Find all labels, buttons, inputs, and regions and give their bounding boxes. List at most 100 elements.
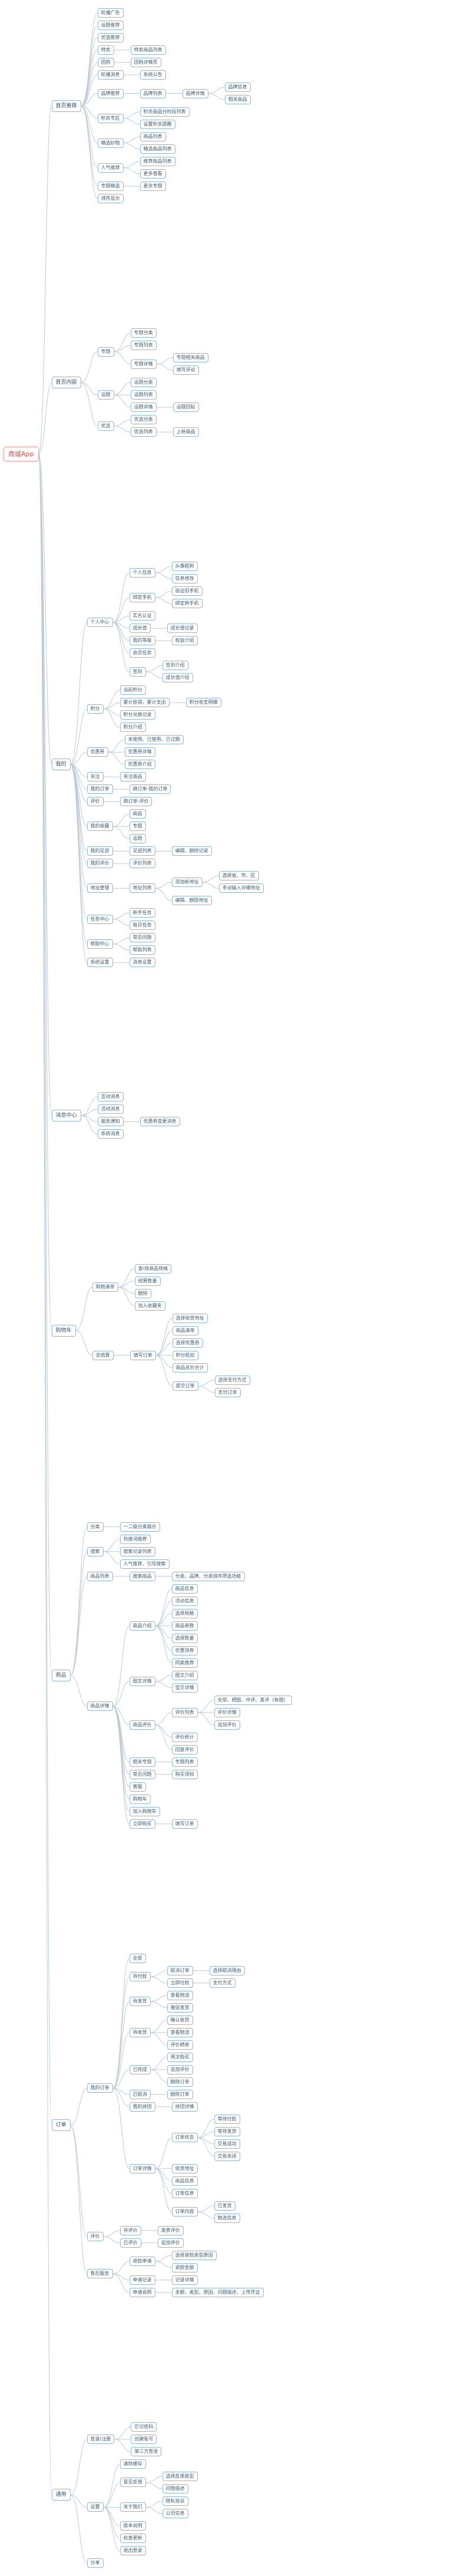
mindmap-node[interactable]: 订单内容 — [171, 2207, 198, 2217]
mindmap-node[interactable]: 轮播广告 — [97, 8, 124, 18]
mindmap-node[interactable]: 查看物流 — [167, 1990, 193, 2000]
mindmap-node[interactable]: 常见问题 — [129, 933, 155, 943]
mindmap-node[interactable]: 成长值记录 — [167, 624, 198, 634]
mindmap-node[interactable]: 选择省、市、区 — [218, 871, 259, 881]
mindmap-node[interactable]: 更多专题 — [140, 182, 166, 191]
mindmap-node[interactable]: 绑定手机 — [129, 592, 155, 602]
mindmap-node[interactable]: 精选好物 — [97, 138, 124, 148]
mindmap-node[interactable]: 评价 — [87, 2232, 104, 2242]
mindmap-node[interactable]: 删除订单 — [167, 2077, 193, 2087]
mindmap-node[interactable]: 评价晒单 — [167, 2040, 193, 2050]
mindmap-node[interactable]: 手动输入详细地址 — [218, 883, 264, 893]
mindmap-node[interactable]: 更多查看 — [140, 169, 166, 179]
mindmap-node[interactable]: 选择优惠券 — [172, 1338, 203, 1348]
mindmap-node[interactable]: 版本说明 — [120, 2521, 146, 2531]
mindmap-node[interactable]: 取消订单 — [167, 1965, 193, 1975]
mindmap-node[interactable]: 购买须知 — [171, 1769, 198, 1779]
mindmap-node[interactable]: 同类推荐 — [171, 1658, 198, 1668]
mindmap-node[interactable]: 评价统计 — [171, 1732, 198, 1742]
mindmap-node[interactable]: 未使用、已使用、已过期 — [124, 735, 184, 745]
mindmap-node[interactable]: 任务中心 — [87, 914, 113, 924]
mindmap-node[interactable]: 相关专题 — [129, 1757, 155, 1767]
mindmap-node[interactable]: 全部 — [129, 1953, 146, 1963]
mindmap-node[interactable]: 品牌信息 — [224, 83, 251, 92]
mindmap-node[interactable]: 轮播消息 — [97, 70, 124, 80]
mindmap-node[interactable]: 积分收支明细 — [185, 698, 221, 708]
mindmap-node[interactable]: 填写订单 — [171, 1819, 198, 1829]
mindmap-node[interactable]: 优惠领券 — [171, 1645, 198, 1655]
mindmap-node[interactable]: 团购 — [97, 58, 114, 67]
mindmap-node[interactable]: 交易成功 — [214, 2139, 240, 2149]
branch-node[interactable]: 首页内容 — [51, 377, 81, 389]
mindmap-node[interactable]: 活动信息 — [171, 1596, 198, 1606]
mindmap-node[interactable]: 意见反馈 — [120, 2478, 146, 2488]
mindmap-node[interactable]: 消息设置 — [129, 958, 155, 968]
mindmap-node[interactable]: 图文介绍 — [171, 1670, 198, 1680]
mindmap-node[interactable]: 新手任务 — [129, 908, 155, 918]
mindmap-node[interactable]: 积分介绍 — [120, 723, 146, 733]
mindmap-node[interactable]: 我的订单 — [87, 784, 113, 794]
mindmap-node[interactable]: 话题详情 — [130, 403, 157, 413]
mindmap-node[interactable]: 再次购买 — [167, 2052, 193, 2062]
mindmap-node[interactable]: 话题推荐 — [97, 21, 124, 30]
mindmap-node[interactable]: 推荐商品列表 — [140, 157, 175, 166]
mindmap-node[interactable]: 秒杀专区 — [97, 113, 124, 123]
mindmap-node[interactable]: 信息修改 — [171, 574, 198, 584]
mindmap-node[interactable]: 宝贝详情 — [171, 1683, 198, 1693]
mindmap-node[interactable]: 秒杀商品分时段列表 — [140, 107, 190, 117]
mindmap-node[interactable]: 选择规格 — [171, 1608, 198, 1618]
mindmap-node[interactable]: 话题 — [129, 834, 146, 844]
mindmap-node[interactable]: 查/改商品规格 — [134, 1264, 172, 1274]
mindmap-node[interactable]: 选择退款类型原因 — [171, 2250, 217, 2260]
mindmap-node[interactable]: 商品列表 — [87, 1571, 113, 1581]
mindmap-node[interactable]: 搜索 — [87, 1546, 104, 1556]
mindmap-node[interactable]: 跳订单-我的订单 — [129, 784, 171, 794]
mindmap-node[interactable]: 每日任务 — [129, 921, 155, 931]
mindmap-node[interactable]: 积分抵扣 — [172, 1350, 198, 1360]
mindmap-node[interactable]: 记录详情 — [171, 2275, 198, 2285]
mindmap-node[interactable]: 优惠券变更消息 — [140, 1117, 180, 1127]
mindmap-node[interactable]: 等待付款 — [214, 2114, 240, 2124]
mindmap-node[interactable]: 地址管理 — [87, 883, 113, 893]
mindmap-node[interactable]: 商品详情 — [87, 1701, 113, 1711]
mindmap-node[interactable]: 申请说明 — [129, 2287, 155, 2297]
mindmap-node[interactable]: 提交订单 — [172, 1381, 198, 1391]
mindmap-node[interactable]: 评价列表 — [171, 1707, 198, 1717]
mindmap-node[interactable]: 设置秒杀提醒 — [140, 120, 175, 129]
mindmap-node[interactable]: 积分兑换记录 — [120, 710, 155, 720]
mindmap-node[interactable]: 清除缓存 — [120, 2459, 146, 2469]
mindmap-node[interactable]: 专题 — [97, 347, 114, 357]
mindmap-node[interactable]: 我的拼团 — [129, 2102, 155, 2112]
mindmap-node[interactable]: 公司信息 — [162, 2508, 188, 2518]
mindmap-node[interactable]: 人气推荐 — [97, 163, 124, 173]
mindmap-node[interactable]: 系统消息 — [97, 1129, 124, 1139]
mindmap-node[interactable]: 搜索记录列表 — [120, 1546, 155, 1556]
mindmap-node[interactable]: 品牌推荐 — [97, 88, 124, 98]
mindmap-node[interactable]: 优选列表 — [130, 427, 157, 437]
mindmap-node[interactable]: 跳订单-评价 — [120, 797, 153, 807]
mindmap-node[interactable]: 填写评论 — [173, 365, 199, 375]
mindmap-node[interactable]: 分类 — [87, 1522, 104, 1532]
mindmap-node[interactable]: 评价详情 — [214, 1707, 240, 1717]
mindmap-node[interactable]: 专题分类 — [130, 328, 157, 338]
mindmap-node[interactable]: 优惠券介绍 — [124, 760, 155, 770]
mindmap-node[interactable]: 确认收货 — [167, 2015, 193, 2025]
mindmap-node[interactable]: 商品介绍 — [129, 1621, 155, 1631]
mindmap-node[interactable]: 追加评价 — [157, 2238, 184, 2248]
mindmap-node[interactable]: 待付款 — [129, 1972, 151, 1982]
mindmap-node[interactable]: 催促发货 — [167, 2003, 193, 2013]
mindmap-node[interactable]: 商品参数 — [171, 1621, 198, 1631]
mindmap-node[interactable]: 头像昵称 — [171, 562, 198, 572]
mindmap-node[interactable]: 服务通知 — [97, 1117, 124, 1127]
mindmap-node[interactable]: 优惠券详情 — [124, 747, 155, 757]
mindmap-node[interactable]: 会员任务 — [129, 648, 155, 658]
branch-node[interactable]: 购物车 — [51, 1324, 76, 1337]
mindmap-node[interactable]: 删除订单 — [167, 2089, 193, 2099]
mindmap-node[interactable]: 品牌详情 — [182, 88, 208, 98]
mindmap-node[interactable]: 人气推荐、引导搜索 — [120, 1559, 170, 1569]
mindmap-node[interactable]: 客服 — [129, 1782, 146, 1792]
mindmap-node[interactable]: 追加评价 — [167, 2064, 193, 2074]
mindmap-node[interactable]: 专题 — [129, 822, 146, 832]
mindmap-node[interactable]: 我的订单 — [87, 2083, 113, 2093]
mindmap-node[interactable]: 精选商品列表 — [140, 144, 175, 154]
